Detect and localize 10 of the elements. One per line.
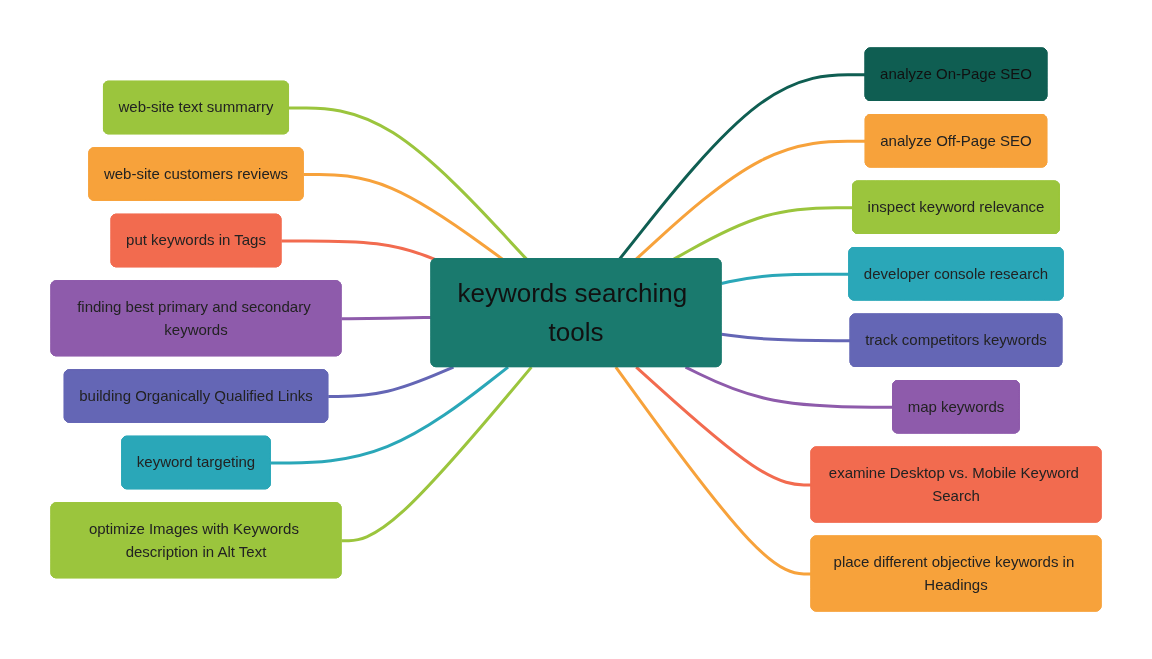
- connector: [635, 366, 812, 487]
- connector: [341, 315, 432, 321]
- connector: [270, 365, 509, 465]
- connector: [684, 365, 894, 409]
- connector: [721, 332, 851, 343]
- connector: [341, 366, 533, 543]
- connector: [328, 365, 455, 398]
- connector: [281, 239, 436, 261]
- connector: [614, 366, 812, 576]
- connector: [721, 272, 850, 285]
